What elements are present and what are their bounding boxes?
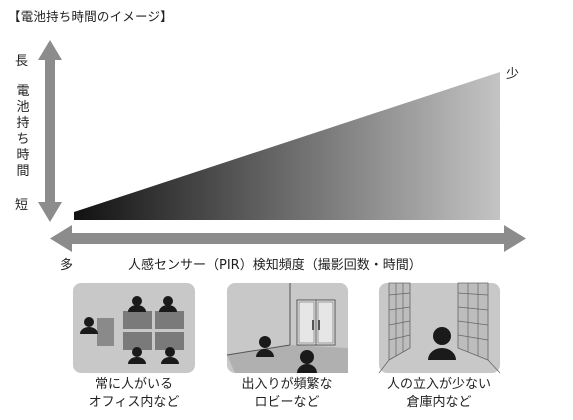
- warehouse-caption-line2: 倉庫内など: [406, 395, 472, 410]
- office-caption-line2: オフィス内など: [88, 395, 180, 410]
- y-axis-label: 電 池 持 ち 時 間: [14, 84, 32, 180]
- office-caption-line1: 常に人がいる: [94, 377, 173, 392]
- lobby-caption-line1: 出入りが頻繁な: [241, 377, 333, 392]
- horizontal-double-arrow: [50, 225, 526, 252]
- y-axis-label-char: 間: [16, 164, 30, 179]
- warehouse-scene-illustration: [378, 282, 501, 374]
- frequency-low-label: 少: [506, 67, 520, 82]
- y-axis-label-char: ち: [16, 132, 30, 147]
- office-scene-illustration: [73, 283, 195, 373]
- lobby-caption: 出入りが頻繁な ロビーなど: [212, 376, 362, 412]
- y-axis-top-label: 長: [15, 54, 29, 69]
- y-axis-label-char: 池: [16, 100, 30, 115]
- x-axis-label: 人感センサー（PIR）検知頻度（撮影回数・時間）: [128, 258, 422, 273]
- y-axis-label-char: 電: [16, 84, 30, 99]
- frequency-high-label: 多: [60, 258, 74, 273]
- office-caption: 常に人がいる オフィス内など: [59, 376, 209, 412]
- y-axis-label-char: 持: [16, 116, 30, 131]
- lobby-caption-line2: ロビーなど: [254, 395, 320, 410]
- warehouse-caption: 人の立入が少ない 倉庫内など: [364, 376, 514, 412]
- vertical-double-arrow: [38, 40, 62, 222]
- lobby-scene-illustration: [226, 283, 348, 373]
- warehouse-caption-line1: 人の立入が少ない: [386, 377, 491, 392]
- diagram-title: 【電池持ち時間のイメージ】: [8, 9, 173, 24]
- battery-life-wedge: [74, 72, 500, 220]
- y-axis-bottom-label: 短: [15, 198, 29, 213]
- y-axis-label-char: 時: [16, 148, 30, 163]
